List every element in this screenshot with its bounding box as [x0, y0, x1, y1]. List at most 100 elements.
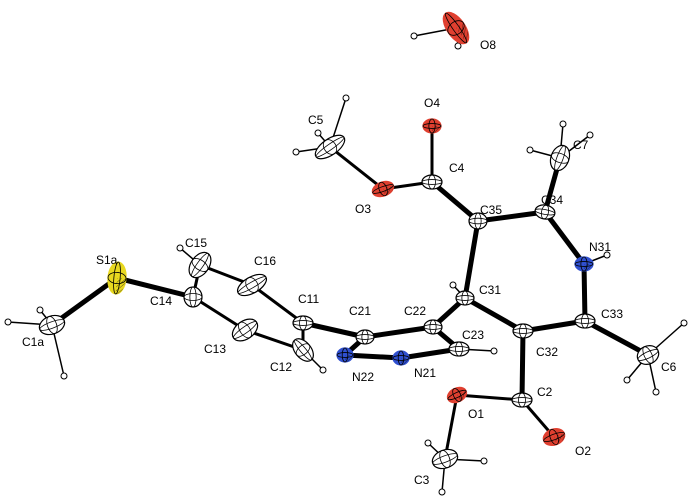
bond — [455, 393, 524, 402]
hydrogen-atom — [652, 388, 660, 396]
atom-o2 — [542, 427, 566, 447]
atom-c22 — [423, 319, 443, 335]
bond — [429, 179, 481, 224]
hydrogen-atom — [680, 319, 688, 327]
hydrogen-atom — [424, 439, 432, 447]
atom-label-o2: O2 — [575, 444, 591, 458]
atom-label-c11: C11 — [298, 292, 319, 306]
bond — [582, 318, 651, 358]
bond — [191, 295, 247, 332]
bond — [328, 145, 385, 191]
hydrogen-atom — [449, 281, 457, 289]
hydrogen-atom — [603, 251, 611, 259]
atom-c12 — [292, 338, 314, 362]
atom-c13 — [231, 318, 259, 342]
hydrogen-atom — [454, 42, 462, 50]
hydrogen-atom — [319, 366, 327, 374]
atom-c33 — [574, 313, 596, 329]
atom-o1 — [446, 386, 468, 404]
atom-label-c23: C23 — [462, 328, 484, 342]
hydrogen-atom — [586, 131, 594, 139]
atom-c7 — [549, 144, 571, 172]
atom-label-c22: C22 — [404, 304, 426, 318]
atom-label-c13: C13 — [204, 342, 226, 356]
hydrogen-atom — [342, 94, 350, 102]
atom-label-c6: C6 — [661, 360, 677, 374]
hydrogen-atom — [60, 372, 68, 380]
bond — [250, 283, 305, 325]
atom-label-c32: C32 — [536, 345, 558, 359]
atom-label-n21: N21 — [414, 366, 436, 380]
atom-c3 — [431, 448, 459, 470]
bond — [475, 209, 548, 224]
atom-label-s1a: S1a — [96, 253, 118, 267]
atom-label-n31: N31 — [589, 240, 611, 254]
bond — [362, 324, 436, 340]
hydrogen-atom — [4, 318, 12, 326]
atom-label-c4: C4 — [449, 161, 465, 175]
atom-c34 — [534, 204, 556, 220]
atom-label-c31: C31 — [479, 283, 501, 297]
atom-label-c3: C3 — [414, 473, 430, 487]
bond — [443, 393, 459, 461]
atom-label-c33: C33 — [601, 307, 623, 321]
atom-c16 — [236, 273, 268, 297]
bond — [462, 218, 481, 301]
atom-n31 — [574, 256, 594, 272]
atom-c2 — [511, 392, 533, 408]
bond — [114, 275, 196, 300]
atom-c6 — [636, 345, 660, 365]
hydrogen-atom — [292, 148, 300, 156]
atom-o4 — [422, 118, 442, 134]
atom-c21 — [355, 329, 375, 345]
atom-c32 — [512, 323, 534, 339]
atom-n21 — [392, 350, 410, 366]
atom-label-c16: C16 — [254, 254, 276, 268]
atom-c11 — [292, 315, 314, 331]
hydrogen-atom — [36, 306, 44, 314]
atom-c1a — [38, 314, 66, 336]
atom-label-c15: C15 — [185, 236, 207, 250]
atom-c5 — [314, 134, 346, 160]
bond — [49, 275, 120, 328]
hydrogen-atom — [559, 120, 567, 128]
bond — [342, 352, 404, 361]
atom-label-c14: C14 — [150, 294, 172, 308]
atom-label-c35: C35 — [480, 203, 502, 217]
hydrogen-atom — [490, 347, 498, 355]
atom-s1a — [107, 261, 127, 295]
bond — [581, 261, 588, 324]
atom-label-c1a: C1a — [22, 335, 44, 349]
atom-label-o3: O3 — [355, 202, 371, 216]
bond — [300, 320, 368, 340]
bond — [542, 209, 587, 267]
atom-label-c21: C21 — [349, 304, 371, 318]
atom-label-c5: C5 — [308, 113, 324, 127]
hydrogen-atom — [623, 376, 631, 384]
atom-o8 — [442, 11, 470, 45]
atom-c4 — [421, 174, 443, 190]
hydrogen-atom — [176, 244, 184, 252]
atom-c31 — [455, 290, 475, 306]
atom-label-c34: C34 — [541, 193, 563, 207]
atom-label-o4: O4 — [424, 96, 440, 110]
atom-label-n22: N22 — [352, 370, 374, 384]
hydrogen-atom — [438, 488, 446, 496]
atom-label-o8: O8 — [480, 38, 496, 52]
atom-c23 — [448, 341, 470, 357]
atom-label-o1: O1 — [468, 407, 484, 421]
bond — [519, 328, 526, 403]
atom-label-c7: C7 — [573, 138, 589, 152]
atom-c15 — [188, 251, 212, 279]
atom-c14 — [183, 286, 203, 308]
hydrogen-atom — [314, 129, 322, 137]
atom-n22 — [336, 347, 354, 363]
bond — [462, 295, 526, 334]
atom-o3 — [371, 180, 395, 198]
hydrogen-atom — [480, 457, 488, 465]
hydrogen-atom — [526, 146, 534, 154]
atom-c35 — [468, 212, 488, 230]
hydrogen-atom — [410, 32, 418, 40]
